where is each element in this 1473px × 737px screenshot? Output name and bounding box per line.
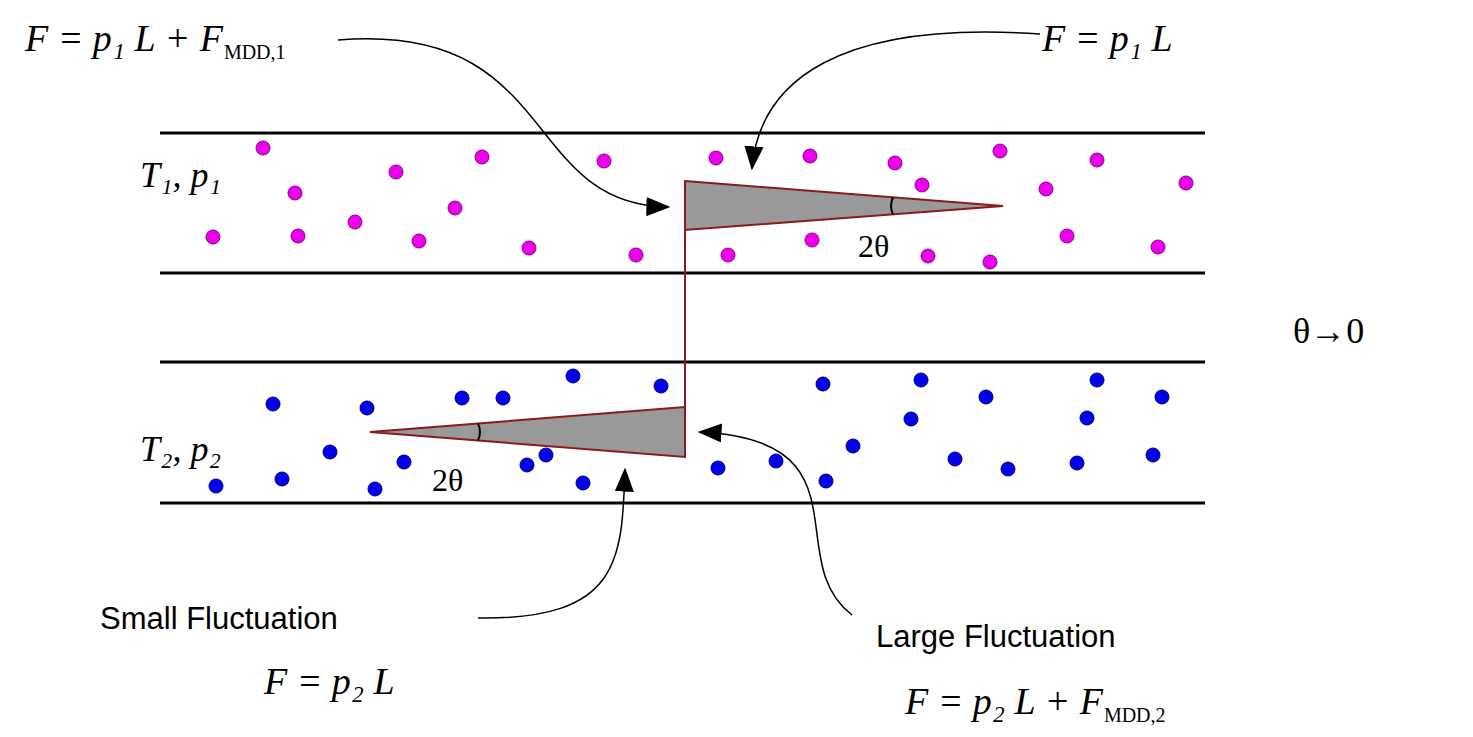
hot-particle [206, 230, 220, 244]
force-equation: F = p₁ L [1042, 19, 1173, 57]
cold-particle [914, 373, 928, 387]
hot-particle [348, 215, 362, 229]
cold-particle [819, 474, 833, 488]
cold-particle [455, 391, 469, 405]
hot-particle [1151, 240, 1165, 254]
leader-arrow [338, 39, 668, 207]
force-equation: F = p₂ L [264, 662, 395, 700]
wedge-vane [370, 407, 685, 457]
channel-wall [160, 272, 1205, 275]
cold-particle [323, 445, 337, 459]
leader-lines [338, 32, 1040, 618]
reservoir-state: T₁, p₁ [140, 157, 221, 193]
cold-particle [1080, 411, 1094, 425]
hot-particle [256, 141, 270, 155]
hot-particle [1179, 176, 1193, 190]
connecting-rod [684, 230, 686, 407]
cold-particle [904, 412, 918, 426]
cold-particle [1070, 456, 1084, 470]
cold-particle [266, 397, 280, 411]
hot-particle [448, 201, 462, 215]
leader-arrow [478, 470, 625, 618]
reservoir-state: T₂, p₂ [140, 431, 221, 467]
fluctuation-note: Large Fluctuation [876, 621, 1116, 652]
cold-particle [1146, 448, 1160, 462]
force-equation: F = p₂ L + F [905, 682, 1103, 720]
fluctuation-note: Small Fluctuation [100, 603, 338, 634]
leader-arrow [752, 32, 1040, 168]
cold-particle [816, 377, 830, 391]
cold-particle [846, 439, 860, 453]
cold-particle [948, 452, 962, 466]
cold-particle [539, 448, 553, 462]
hot-particle [288, 186, 302, 200]
hot-particle [522, 241, 536, 255]
hot-particle [915, 178, 929, 192]
hot-particle [412, 234, 426, 248]
cold-particle [654, 379, 668, 393]
cold-particle [275, 472, 289, 486]
force-equation: F = p₁ L + F [25, 19, 223, 57]
cold-particle [576, 476, 590, 490]
cold-particle [769, 454, 783, 468]
channel-wall [160, 132, 1205, 135]
force-subscript: MDD,2 [1104, 705, 1166, 725]
cold-particle [1090, 373, 1104, 387]
angle-arc [478, 424, 480, 441]
cold-particle [566, 369, 580, 383]
hot-particle [1039, 182, 1053, 196]
cold-particle [496, 391, 510, 405]
cold-particle [209, 479, 223, 493]
hot-particle [709, 151, 723, 165]
wedge-vane [685, 181, 1003, 230]
hot-particle [389, 165, 403, 179]
hot-particle [475, 150, 489, 164]
hot-particle [993, 144, 1007, 158]
cold-particle [711, 461, 725, 475]
hot-particle [1090, 153, 1104, 167]
leader-arrow [700, 432, 852, 615]
cold-particle [397, 455, 411, 469]
gas-particles [206, 141, 1193, 496]
angle-arc [891, 198, 893, 215]
cold-particle [1155, 390, 1169, 404]
angle-label: 2θ [858, 230, 889, 262]
angle-label: 2θ [432, 464, 463, 496]
hot-particle [983, 255, 997, 269]
cold-particle [979, 390, 993, 404]
hot-particle [721, 248, 735, 262]
cold-particle [360, 401, 374, 415]
hot-particle [629, 248, 643, 262]
limit-note: θ→0 [1293, 313, 1364, 349]
hot-particle [805, 233, 819, 247]
hot-particle [921, 249, 935, 263]
cold-particle [1001, 462, 1015, 476]
hot-particle [888, 156, 902, 170]
force-subscript: MDD,1 [224, 42, 286, 62]
hot-particle [291, 229, 305, 243]
cold-particle [520, 458, 534, 472]
channel-walls [160, 133, 1205, 503]
cold-particle [368, 482, 382, 496]
channel-wall [160, 361, 1205, 364]
hot-particle [803, 149, 817, 163]
channel-wall [160, 502, 1205, 505]
hot-particle [597, 154, 611, 168]
hot-particle [1060, 229, 1074, 243]
